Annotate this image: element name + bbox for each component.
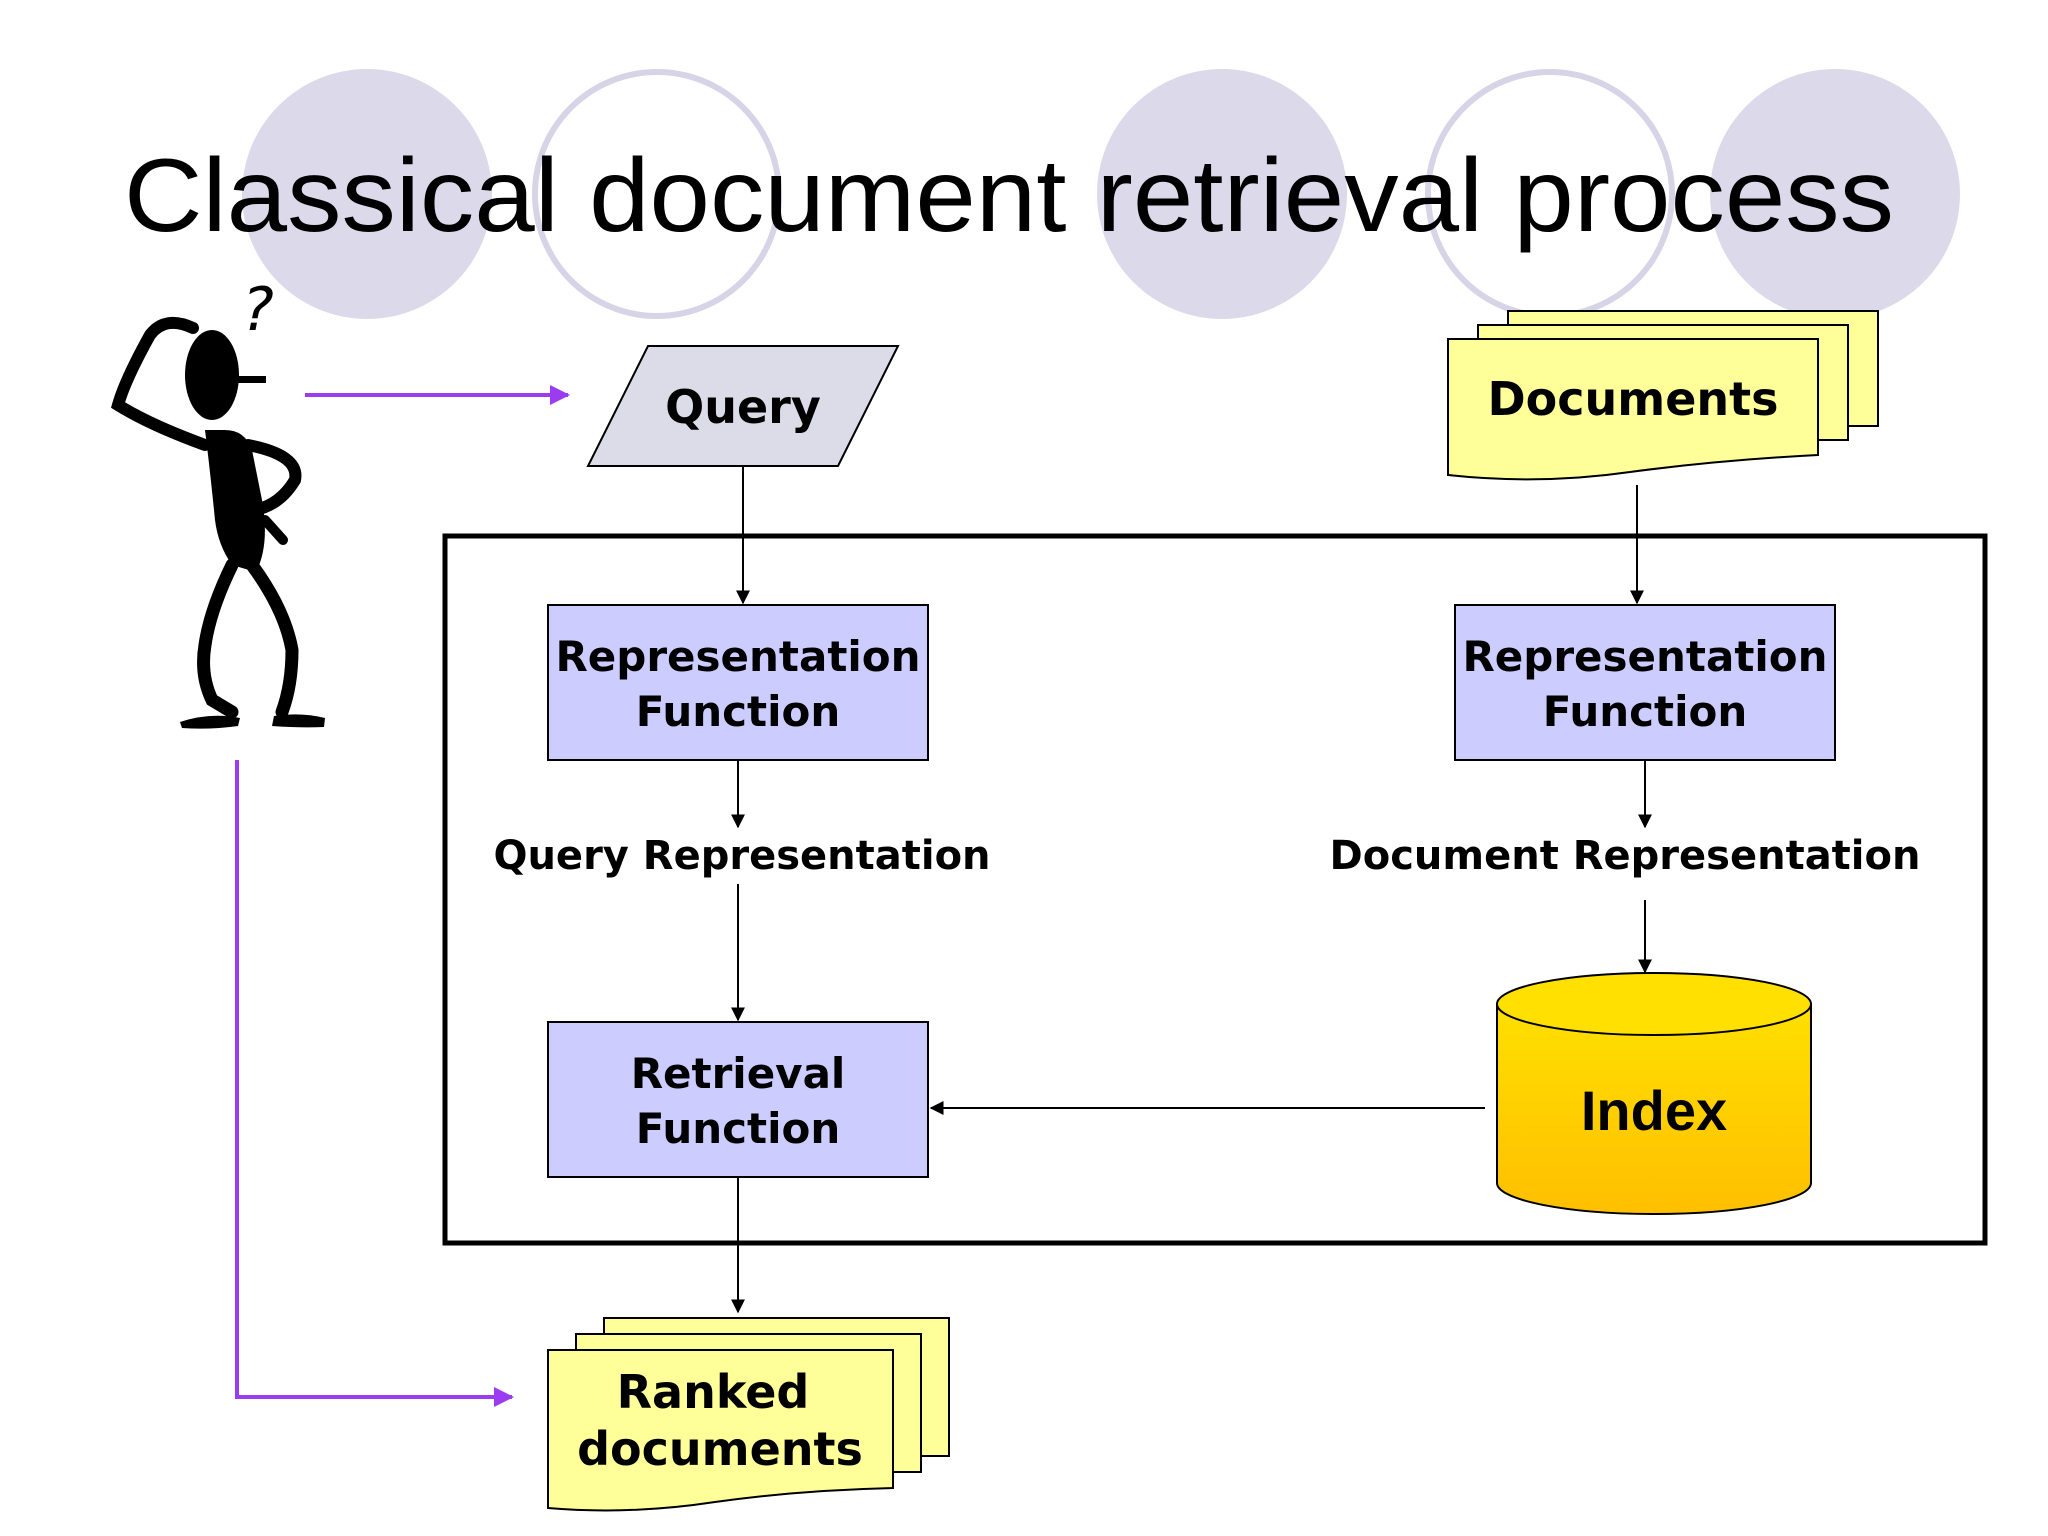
- ranked-documents-line1: Ranked: [617, 1365, 810, 1419]
- page-title: Classical document retrieval process: [124, 138, 1894, 254]
- retrieval-function-line1: Retrieval: [631, 1049, 846, 1098]
- thought-question-mark: ?: [242, 275, 274, 345]
- query-rep-function-line2: Function: [636, 687, 841, 736]
- retrieval-function-line2: Function: [636, 1104, 841, 1153]
- decor-circle-1: [242, 69, 492, 319]
- document-representation-label: Document Representation: [1330, 833, 1921, 879]
- decor-ring-2: [532, 69, 782, 319]
- documents-node[interactable]: Documents: [1447, 310, 1879, 481]
- system-boundary: [442, 533, 1988, 1246]
- query-rep-function-line1: Representation: [555, 632, 920, 681]
- index-node[interactable]: Index: [1496, 972, 1812, 1215]
- doc-rep-function-line1: Representation: [1462, 632, 1827, 681]
- query-representation-function[interactable]: Representation Function: [547, 604, 929, 761]
- ranked-documents-line2: documents: [577, 1422, 863, 1476]
- index-label: Index: [1581, 1079, 1727, 1142]
- query-label: Query: [665, 380, 821, 434]
- decor-circle-3: [1097, 69, 1347, 319]
- documents-label: Documents: [1487, 372, 1778, 426]
- query-node[interactable]: Query: [586, 345, 900, 467]
- document-representation-function[interactable]: Representation Function: [1454, 604, 1836, 761]
- thinking-user-figure: ?: [111, 275, 325, 729]
- ranked-documents-node[interactable]: Ranked documents: [547, 1317, 950, 1512]
- decor-circles: [242, 69, 1960, 319]
- query-representation-label: Query Representation: [493, 833, 990, 879]
- retrieval-function[interactable]: Retrieval Function: [547, 1021, 929, 1178]
- doc-rep-function-line2: Function: [1543, 687, 1748, 736]
- ranked-to-user-arrow: [235, 760, 514, 1407]
- decor-circle-5: [1710, 69, 1960, 319]
